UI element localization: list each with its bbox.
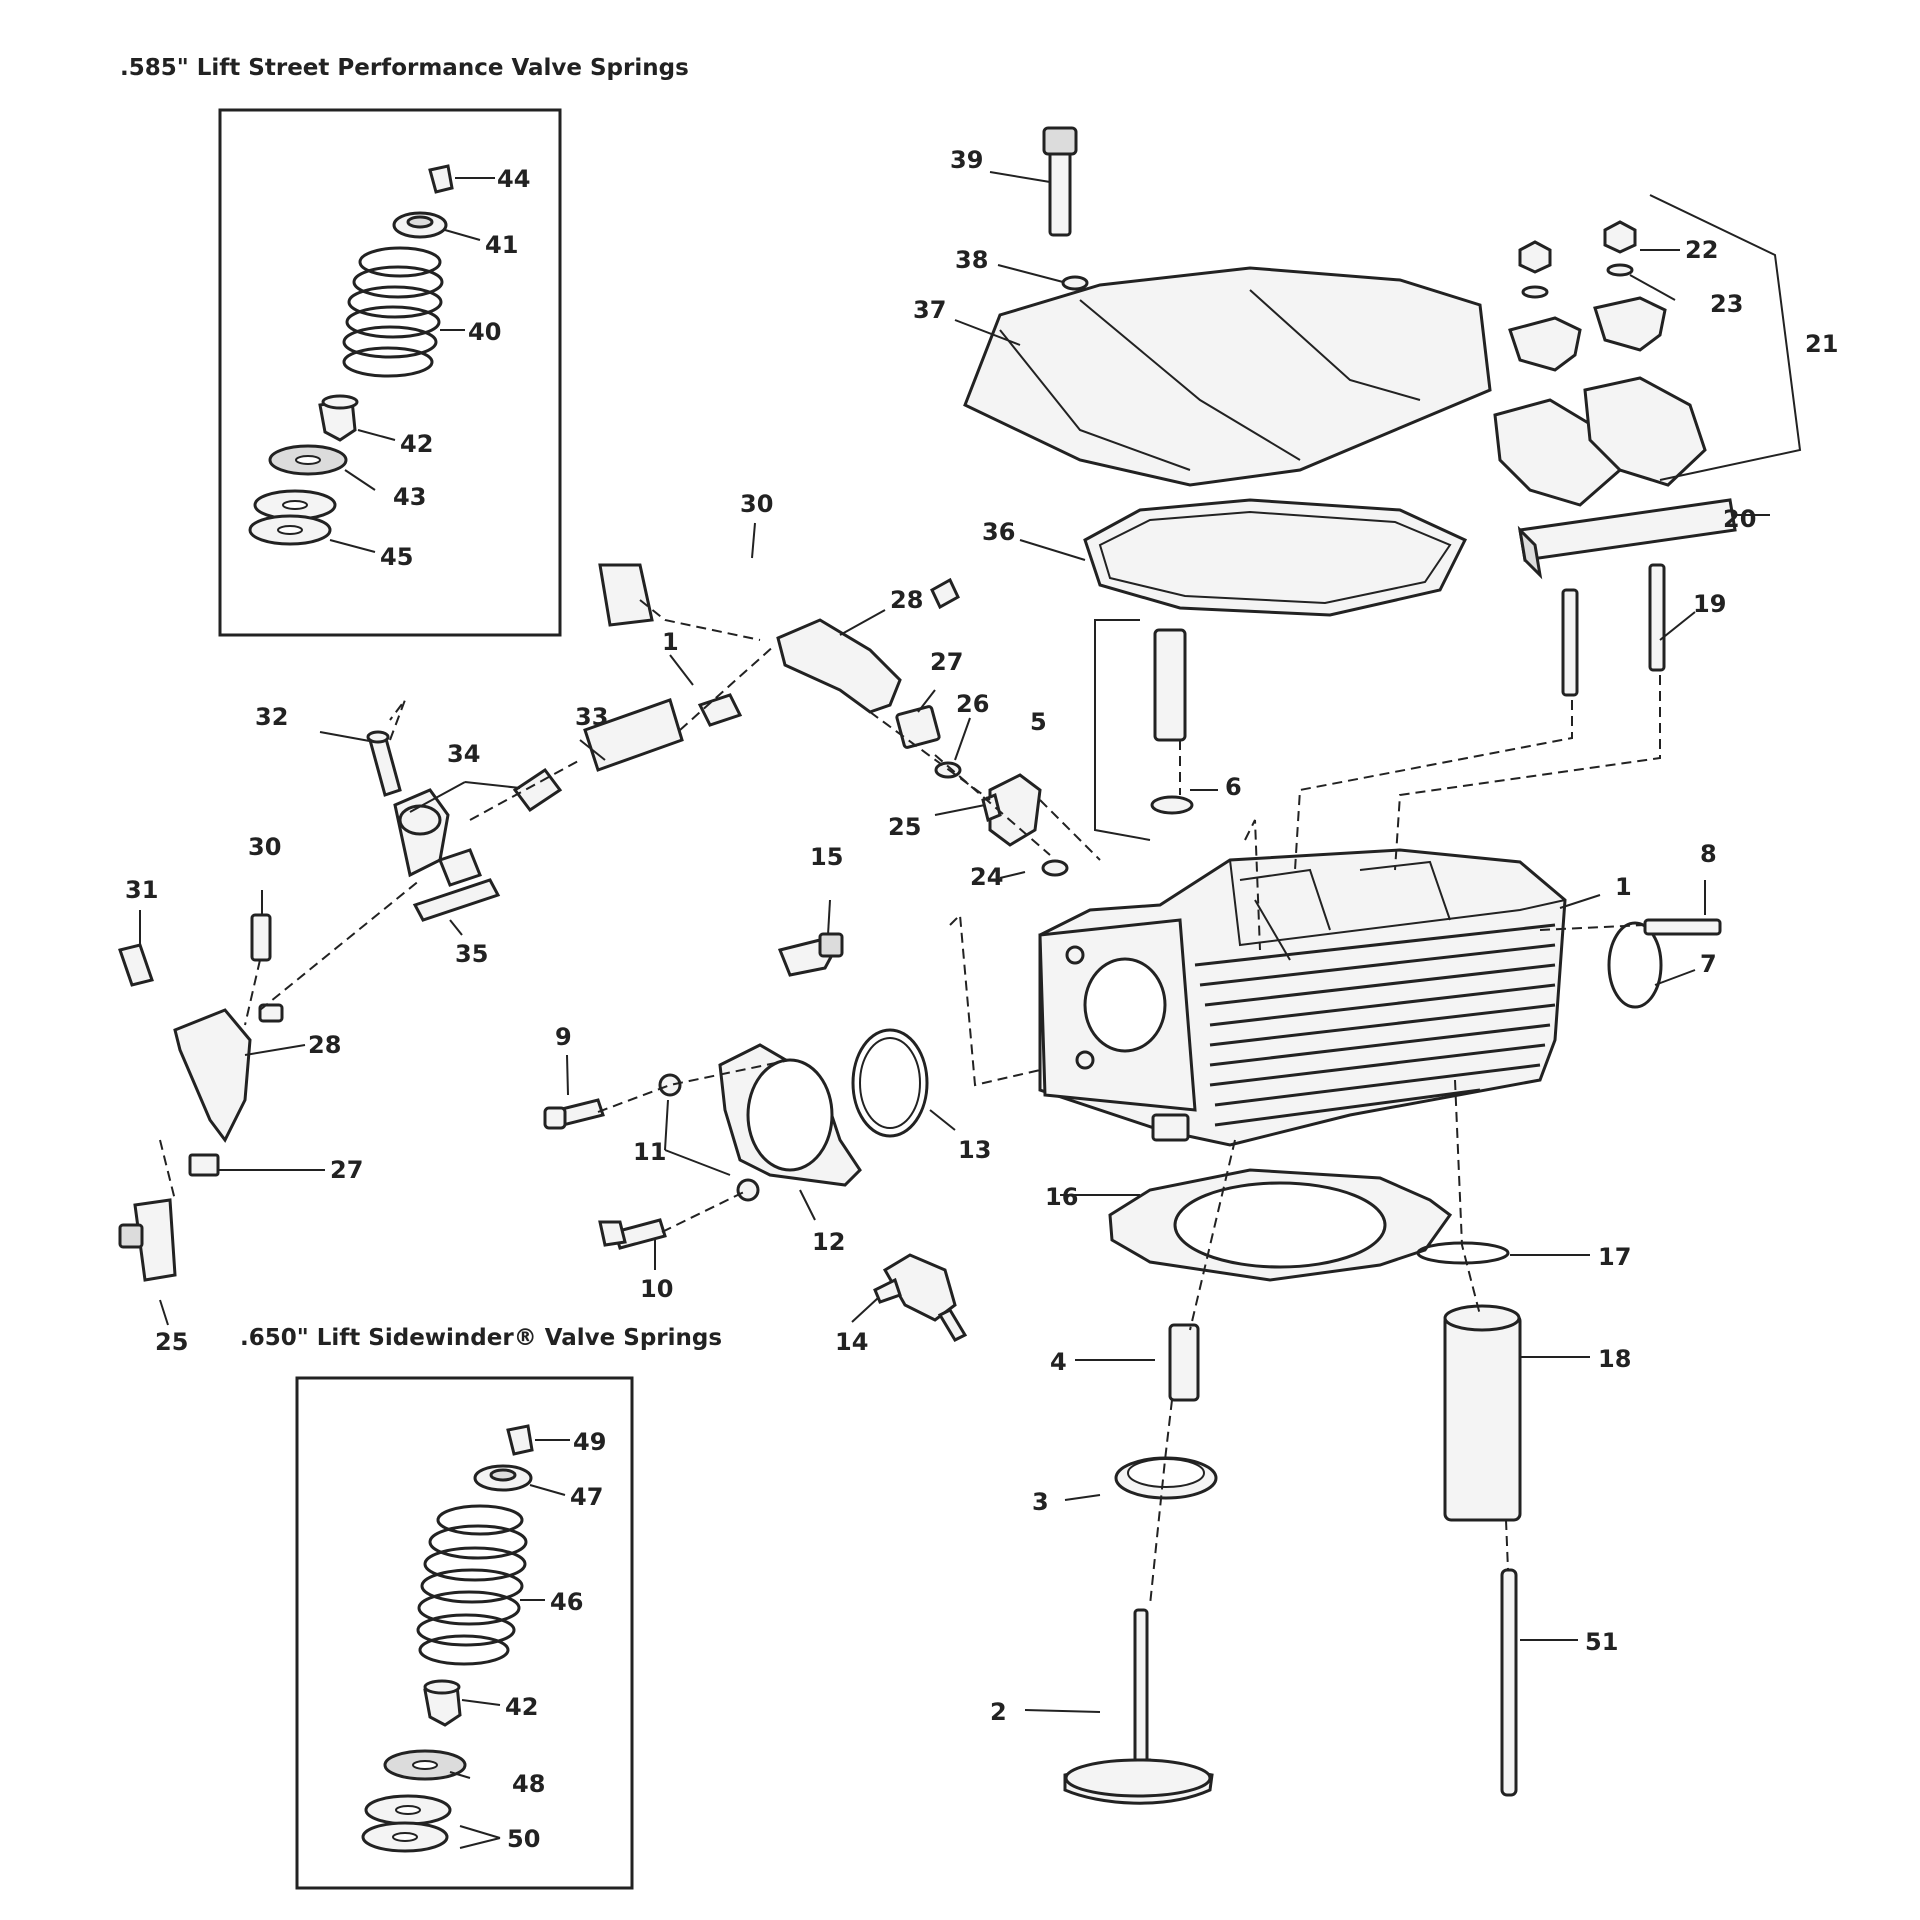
- callout-30-top: 30: [740, 490, 773, 518]
- callout-21: 21: [1805, 330, 1838, 358]
- callout-28-left: 28: [308, 1031, 341, 1059]
- intake-flange: [543, 1028, 929, 1250]
- valve-parts: [1063, 628, 1722, 1805]
- callout-30-left: 30: [248, 833, 281, 861]
- callout-17: 17: [1598, 1243, 1631, 1271]
- callout-39: 39: [950, 146, 983, 174]
- callout-50: 50: [507, 1825, 540, 1853]
- inset-frame-top: [218, 108, 562, 637]
- callout-14: 14: [835, 1328, 868, 1356]
- callout-16: 16: [1045, 1183, 1078, 1211]
- callout-35: 35: [455, 940, 488, 968]
- callout-15: 15: [810, 843, 843, 871]
- callout-37: 37: [913, 296, 946, 324]
- callout-2: 2: [990, 1698, 1007, 1726]
- callout-10: 10: [640, 1275, 673, 1303]
- callout-4: 4: [1050, 1348, 1067, 1376]
- callout-13: 13: [958, 1136, 991, 1164]
- callout-5: 5: [1030, 708, 1047, 736]
- sensors: [777, 932, 968, 1342]
- rocker-cover-group: [963, 126, 1492, 617]
- callout-49: 49: [573, 1428, 606, 1456]
- callout-23: 23: [1710, 290, 1743, 318]
- callout-11: 11: [633, 1138, 666, 1166]
- inset-title-top: .585" Lift Street Performance Valve Spri…: [120, 55, 689, 81]
- assembly-lines: [159, 599, 1661, 1606]
- callout-28-top: 28: [890, 586, 923, 614]
- bracket-21: [1649, 194, 1802, 481]
- callout-46: 46: [550, 1588, 583, 1616]
- callout-27-left: 27: [330, 1156, 363, 1184]
- callout-25-top: 25: [888, 813, 921, 841]
- callout-48: 48: [512, 1770, 545, 1798]
- callout-24: 24: [970, 863, 1003, 891]
- callout-36: 36: [982, 518, 1015, 546]
- callouts: 44 41 40 42 43 45 49 47 46 42 48 50 39 3…: [125, 146, 1838, 1853]
- callout-51: 51: [1585, 1628, 1618, 1656]
- callout-7: 7: [1700, 950, 1717, 978]
- callout-47: 47: [570, 1483, 603, 1511]
- bracket-5: [1094, 619, 1151, 841]
- callout-42-top: 42: [400, 430, 433, 458]
- gaskets: [1108, 921, 1663, 1282]
- callout-34: 34: [447, 740, 480, 768]
- callout-18: 18: [1598, 1345, 1631, 1373]
- leader-lines: [139, 171, 1770, 1849]
- callout-8: 8: [1700, 840, 1717, 868]
- callout-25-left: 25: [155, 1328, 188, 1356]
- inset-title-bottom: .650" Lift Sidewinder® Valve Springs: [240, 1325, 723, 1351]
- callout-19: 19: [1693, 590, 1726, 618]
- cylinder-head: [1038, 848, 1567, 1147]
- callout-40: 40: [468, 318, 501, 346]
- callout-27-top: 27: [930, 648, 963, 676]
- callout-1: 1: [1615, 873, 1632, 901]
- callout-22: 22: [1685, 236, 1718, 264]
- callout-20: 20: [1723, 505, 1756, 533]
- bottom-inset-parts: [361, 1424, 534, 1853]
- inset-frame-bottom: [295, 1376, 634, 1890]
- callout-41: 41: [485, 231, 518, 259]
- callout-44: 44: [497, 165, 530, 193]
- rocker-arm-group: [1493, 220, 1737, 697]
- callout-31: 31: [125, 876, 158, 904]
- callout-32: 32: [255, 703, 288, 731]
- callout-26: 26: [956, 690, 989, 718]
- callout-3: 3: [1032, 1488, 1049, 1516]
- callout-45: 45: [380, 543, 413, 571]
- callout-9: 9: [555, 1023, 572, 1051]
- callout-6: 6: [1225, 773, 1242, 801]
- top-inset-parts: [248, 164, 454, 546]
- callout-12: 12: [812, 1228, 845, 1256]
- fuel-rail-assembly: [118, 563, 1069, 1282]
- callout-33: 33: [575, 703, 608, 731]
- callout-1-rail: 1: [662, 628, 679, 656]
- callout-38: 38: [955, 246, 988, 274]
- callout-43: 43: [393, 483, 426, 511]
- callout-42-bottom: 42: [505, 1693, 538, 1721]
